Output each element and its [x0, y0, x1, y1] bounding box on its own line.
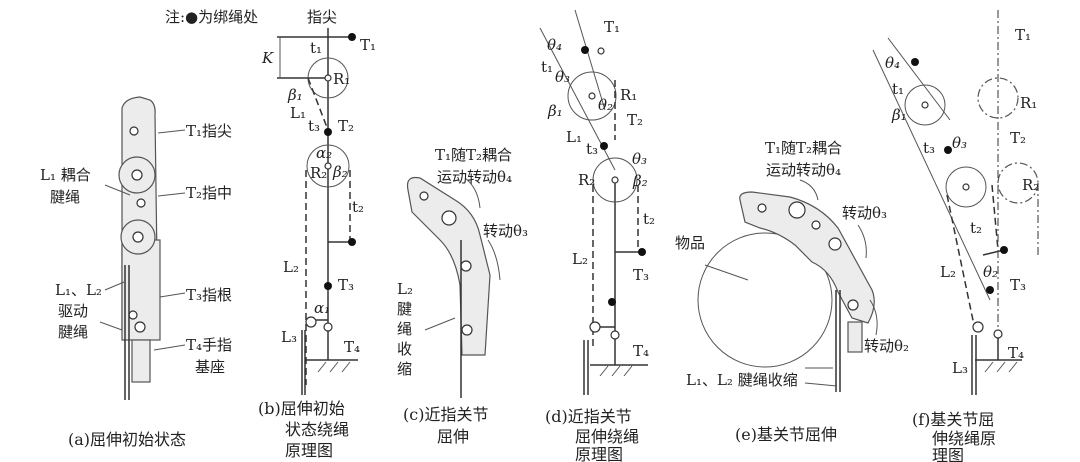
caption-d-line3: 原理图	[575, 445, 623, 462]
label-l3: L₃	[952, 359, 968, 377]
finger-base	[131, 339, 151, 383]
label-r1: R₁	[333, 70, 350, 88]
label-theta4: θ₄	[547, 36, 562, 54]
label-theta3: θ₃	[952, 134, 967, 152]
label-theta2: θ₂	[983, 263, 998, 281]
label-r2: R₂	[578, 171, 595, 189]
caption-c-line2: 屈伸	[437, 427, 469, 446]
caption-f-line3: 理图	[932, 446, 964, 462]
label-t1: T₁	[1015, 26, 1031, 44]
caption-d-line2: 屈伸绕绳	[575, 427, 639, 446]
label-l1-l2: L₁、L₂	[55, 281, 102, 299]
label-tendon-retract: L₁、L₂ 腱绳收缩	[686, 371, 798, 389]
label-beta1: β₁	[891, 106, 907, 124]
label-object: 物品	[675, 234, 705, 252]
label-t3: T₃	[1010, 276, 1026, 294]
label-theta3-lower: θ₃	[632, 150, 647, 168]
label-t3: T₃	[633, 266, 649, 284]
label-rotate-theta3: 转动θ₃	[483, 222, 528, 240]
panel-f-base-winding: θ₄ t₁ β₁ t₃ θ₃ T₁ R₁ T₂ R₂ t₂ L₂ θ₂ T₃ L…	[872, 10, 1039, 462]
label-theta3: θ₃	[555, 68, 570, 86]
label-tendon: 腱绳	[50, 188, 80, 206]
label-t3-root: T₃指根	[186, 286, 232, 304]
label-t4: T₄	[344, 338, 360, 356]
label-l1: L₁	[290, 104, 306, 122]
label-t3-lower: t₃	[308, 117, 320, 135]
label-l2: L₂	[940, 263, 956, 281]
label-rotate-theta4: 运动转动θ₄	[437, 168, 512, 186]
label-tendon-char: 腱	[397, 300, 412, 318]
label-l2: L₂	[283, 258, 299, 276]
label-rotate-theta2: 转动θ₂	[864, 337, 909, 355]
label-t3: T₃	[338, 276, 354, 294]
label-l3: L₃	[281, 328, 297, 346]
label-retract-char2: 缩	[397, 360, 412, 378]
label-r1: R₁	[620, 86, 637, 104]
label-coupled-motion: T₁随T₂耦合	[765, 139, 842, 157]
label-rope-char: 绳	[397, 320, 412, 338]
label-alpha2: α₂	[316, 144, 332, 162]
finger-body-bent	[406, 176, 491, 356]
label-t2: T₂	[627, 111, 643, 129]
label-t1-lower: t₁	[541, 58, 553, 76]
label-t2-middle: T₂指中	[186, 184, 232, 202]
caption-b-line2: 状态绕绳	[285, 420, 349, 439]
label-alpha1: α₁	[314, 299, 330, 317]
panel-d-pip-winding: T₁ θ₄ t₁ θ₃ R₁ β₁ θ₂ T₂ L₁ t₃ θ₃ R₂ β₂ t…	[539, 9, 655, 462]
note-binding-point: 注:●为绑绳处	[165, 8, 258, 26]
label-t1: T₁	[360, 36, 376, 54]
label-l2: L₂	[572, 250, 588, 268]
caption-f-line1: (f)基关节屈	[912, 410, 994, 429]
label-t3-lower: t₃	[586, 140, 598, 158]
label-beta1: β₁	[287, 86, 303, 104]
caption-c-line1: (c)近指关节	[403, 405, 488, 424]
label-l2: L₂	[397, 280, 413, 298]
label-t2-lower: t₂	[970, 219, 982, 237]
label-t4-finger: T₄手指	[186, 336, 232, 354]
label-t4: T₄	[1008, 344, 1024, 362]
label-t2: T₂	[338, 117, 354, 135]
label-theta4: θ₄	[885, 54, 900, 72]
label-t1-lower: t₁	[892, 80, 904, 98]
panel-c-pip-flexion: T₁随T₂耦合 运动转动θ₄ 转动θ₃ L₂ 腱 绳 收 缩 (c)近指关节 屈…	[397, 146, 528, 446]
label-rotate-theta3: 转动θ₃	[842, 204, 887, 222]
caption-b-line3: 原理图	[285, 441, 333, 460]
caption-e: (e)基关节屈伸	[735, 425, 837, 444]
label-beta2: β₂	[332, 163, 348, 181]
label-t3-lower: t₃	[923, 139, 935, 157]
label-r1: R₁	[1020, 94, 1037, 112]
panel-b-initial-winding: 指尖 T₁ K t₁ R₁ β₁ L₁ t₃ T₂ α₂ R₂ β₂ t₂	[258, 8, 376, 460]
label-t1-lower: t₁	[310, 39, 322, 57]
label-k: K	[261, 49, 274, 67]
caption-a: (a)屈伸初始状态	[68, 430, 186, 449]
label-drive: 驱动	[58, 302, 88, 320]
label-rotate-theta4: 运动转动θ₄	[766, 161, 841, 179]
label-retract-char1: 收	[397, 340, 412, 358]
label-beta2: β₂	[632, 172, 648, 190]
caption-d-line1: (d)近指关节	[545, 407, 632, 426]
label-fingertip: 指尖	[307, 8, 337, 26]
label-r2: R₂	[310, 164, 327, 182]
label-base: 基座	[195, 358, 225, 376]
label-t2-lower: t₂	[352, 198, 364, 216]
label-t1-fingertip: T₁指尖	[186, 122, 232, 140]
label-t1: T₁	[604, 18, 620, 36]
label-tendon-2: 腱绳	[58, 323, 88, 341]
caption-f-line2: 伸绕绳原	[932, 429, 996, 448]
label-t2-lower: t₂	[643, 210, 655, 228]
panel-e-base-flexion: T₁随T₂耦合 运动转动θ₄ 转动θ₃ 物品 转动θ₂ L₁、L₂ 腱绳收缩 (…	[675, 139, 909, 444]
panel-a-finger-initial: T₁指尖 L₁ 耦合 腱绳 T₂指中 L₁、L₂ 驱动 腱绳 T₃指根 T₄手指…	[40, 96, 232, 449]
grasped-object	[697, 232, 833, 368]
label-t4: T₄	[633, 342, 649, 360]
label-l1: L₁	[566, 128, 582, 146]
caption-b-line1: (b)屈伸初始	[258, 399, 345, 418]
label-t2: T₂	[1010, 129, 1026, 147]
label-coupled-motion: T₁随T₂耦合	[435, 146, 512, 164]
label-beta1: β₁	[547, 102, 563, 120]
label-r2: R₂	[1022, 176, 1039, 194]
label-l1-coupling: L₁ 耦合	[40, 166, 91, 184]
label-theta2: θ₂	[598, 96, 613, 114]
